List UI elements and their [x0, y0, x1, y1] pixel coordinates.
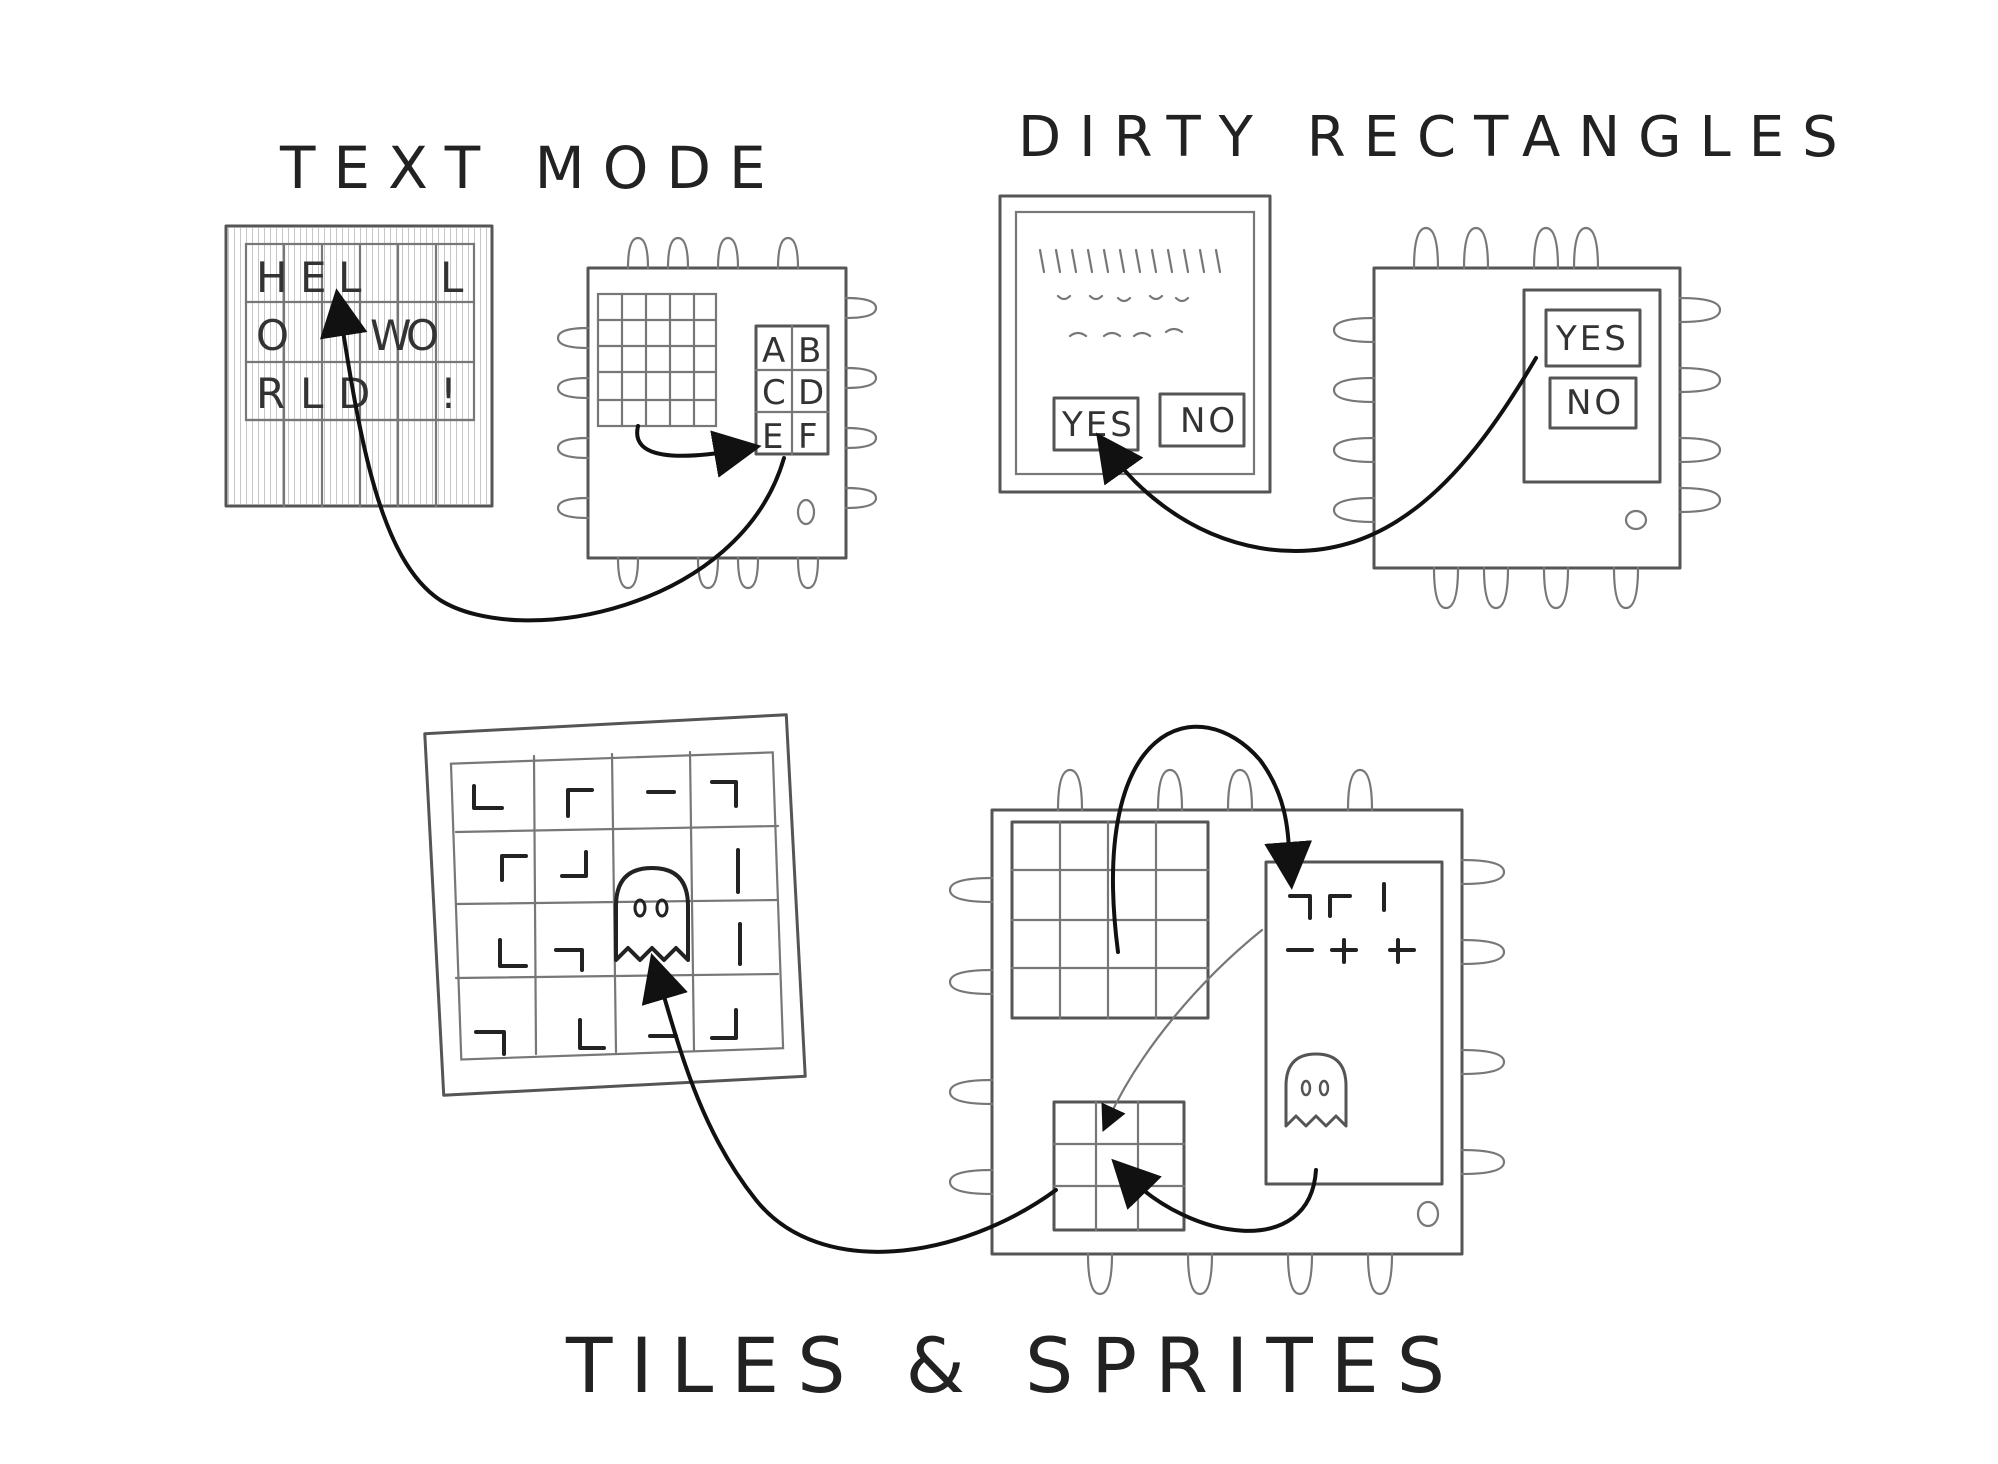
chip-glyph-c: C — [762, 373, 786, 413]
screen-cell-3: L — [338, 253, 362, 302]
tiles-sprites-section: TILES & SPRITES — [423, 713, 1506, 1410]
tiles-to-framebuffer-arrow — [1101, 928, 1264, 1133]
chip-glyph-a: A — [762, 331, 785, 371]
glyph-to-screen-arrow — [319, 288, 786, 623]
dirty-rect-chip: YES NO — [1332, 226, 1722, 610]
tile-chip — [948, 768, 1506, 1296]
screen-cell-1: H — [256, 253, 288, 302]
ghost-icon — [614, 866, 690, 962]
tile-screen — [423, 713, 807, 1097]
text-mode-screen: H E L L O W O R L D ! — [224, 224, 494, 508]
dirty-rectangles-section: DIRTY RECTANGLES YES NO — [998, 105, 1856, 610]
screen-cell-2: E — [300, 253, 327, 302]
screen-cell-8: R — [256, 369, 285, 418]
screen-cell-6: W — [370, 311, 412, 360]
framebuffer-to-screen-arrow — [641, 952, 1058, 1254]
dirty-rectangles-title: DIRTY RECTANGLES — [1018, 105, 1856, 170]
screen-yes-button: YES — [1061, 405, 1135, 445]
screen-cell-7: O — [406, 311, 439, 360]
text-mode-title: TEXT MODE — [279, 134, 784, 202]
screen-cell-5: O — [256, 311, 289, 360]
screen-cell-11: ! — [440, 369, 457, 418]
chip-glyph-d: D — [798, 373, 824, 413]
sprite-ghost-icon — [1284, 1052, 1348, 1128]
screen-cell-4: L — [440, 253, 464, 302]
tilemap-to-glyph-arrow — [635, 424, 762, 478]
chip-glyph-b: B — [798, 331, 821, 371]
sprite-to-framebuffer-arrow — [1111, 1158, 1318, 1233]
tilemap-to-tiles-arrow — [1111, 724, 1313, 954]
dirty-rect-screen: YES NO — [998, 194, 1272, 494]
chip-yes-button: YES — [1555, 319, 1629, 359]
text-mode-chip: A B C D E F — [556, 236, 878, 590]
screen-cell-9: L — [300, 369, 324, 418]
screen-no-button: NO — [1180, 401, 1238, 441]
chip-no-button: NO — [1566, 383, 1624, 423]
text-mode-section: TEXT MODE H E L L O W O R L D ! — [224, 134, 878, 623]
chip-glyph-f: F — [798, 417, 818, 457]
tiles-sprites-title: TILES & SPRITES — [565, 1321, 1463, 1410]
chip-glyph-e: E — [762, 417, 783, 457]
dirty-rect-arrow — [1096, 356, 1538, 554]
